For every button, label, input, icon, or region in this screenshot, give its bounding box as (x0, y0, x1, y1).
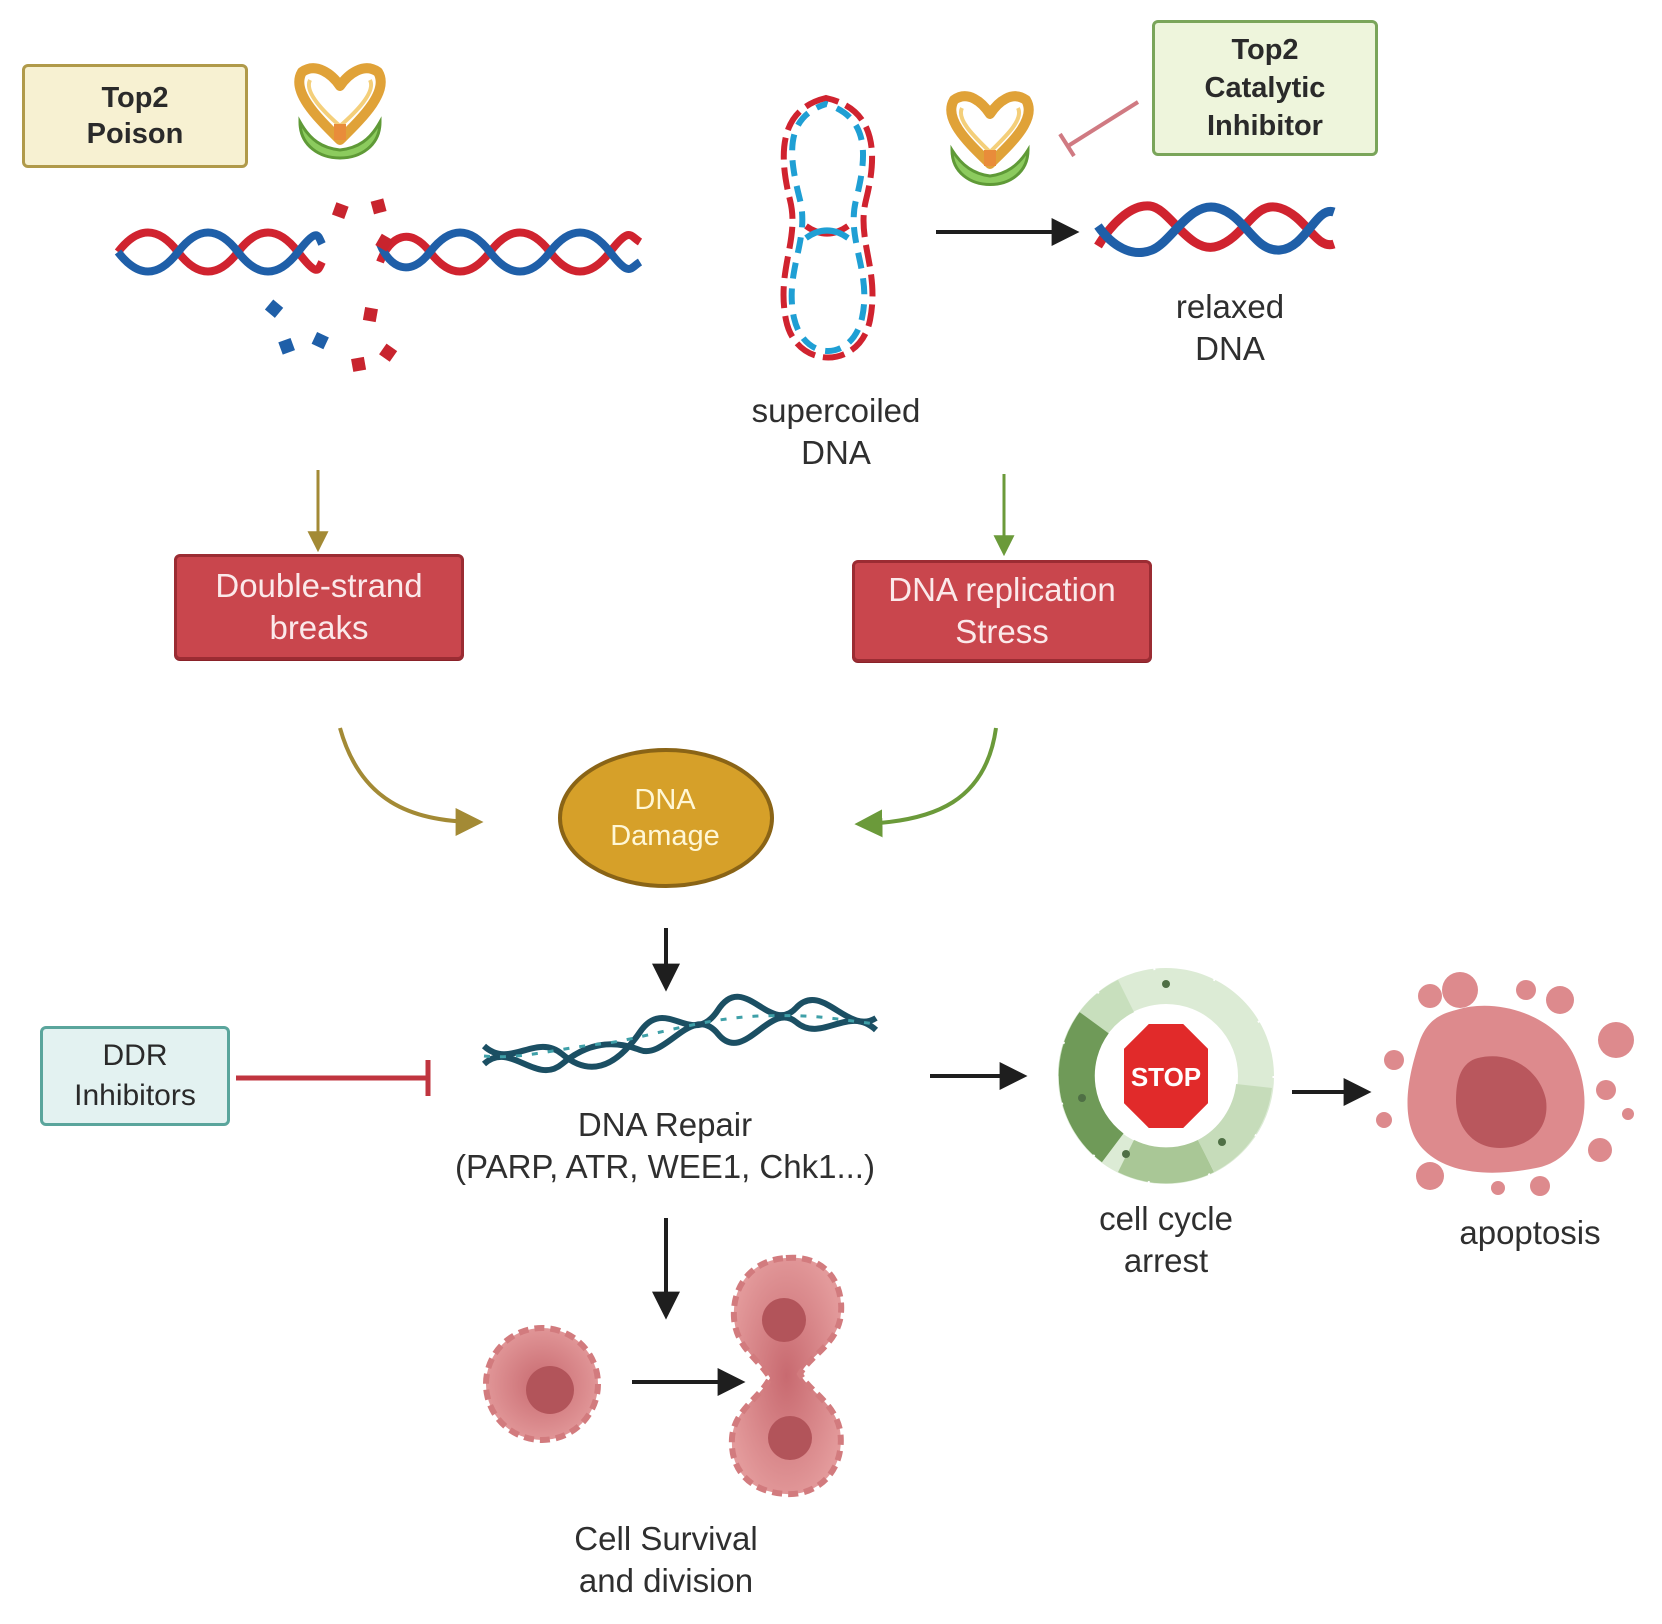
dna-helix-icon (481, 993, 879, 1073)
apoptotic-cell-icon (1376, 972, 1634, 1196)
arrest-line-2: arrest (1123, 1242, 1209, 1279)
top2-poison-box: Top2 Poison (22, 64, 248, 168)
stop-sign-label: STOP (1131, 1062, 1201, 1092)
arrest-line-1: cell cycle (1099, 1200, 1233, 1237)
topoisomerase-ii-enzyme-icon (946, 91, 1034, 186)
ddr-inhibitors-box: DDR Inhibitors (40, 1026, 230, 1126)
survival-line-1: Cell Survival (574, 1520, 758, 1557)
survival-line-2: and division (578, 1562, 754, 1599)
cell-survival-label: Cell Survival and division (546, 1518, 786, 1602)
dna-damage-label: DNA Damage (558, 782, 772, 854)
apoptosis-text: apoptosis (1459, 1214, 1601, 1251)
inhibition-arrow (1058, 100, 1140, 158)
top2-poison-line-1: Top2 (101, 82, 169, 114)
double-strand-breaks-box: Double-strand breaks (174, 554, 464, 660)
damage-line-2: Damage (610, 820, 720, 852)
arrow-stress-to-damage (854, 727, 998, 838)
dsb-line-1: Double-strand (215, 567, 423, 604)
dna-repair-label: DNA Repair (PARP, ATR, WEE1, Chk1...) (440, 1104, 890, 1188)
dividing-cell-icon (728, 1254, 845, 1498)
supercoiled-line-1: supercoiled (751, 392, 921, 429)
cell-cycle-wheel-icon (1056, 966, 1276, 1186)
topoisomerase-ii-enzyme-icon (294, 63, 386, 160)
relaxed-line-1: relaxed (1175, 288, 1285, 325)
catalytic-line-1: Top2 (1231, 34, 1299, 66)
apoptosis-label: apoptosis (1420, 1212, 1640, 1254)
dna-fragment-icon (264, 198, 398, 372)
top2-catalytic-inhibitor-box: Top2 Catalytic Inhibitor (1152, 20, 1378, 156)
drs-line-1: DNA replication (888, 571, 1116, 608)
ddr-inhibition-arrow (236, 1060, 431, 1096)
dna-helix-icon (114, 228, 643, 276)
drs-line-2: Stress (955, 613, 1049, 650)
repair-line-1: DNA Repair (577, 1106, 753, 1143)
arrow-breaks-to-damage (338, 727, 484, 836)
stop-sign-icon (1120, 1020, 1212, 1132)
catalytic-line-2: Catalytic (1204, 72, 1326, 104)
dna-damage-ellipse (558, 748, 774, 888)
relaxed-dna-label: relaxed DNA (1130, 286, 1330, 370)
relaxed-line-2: DNA (1195, 330, 1265, 367)
damage-line-1: DNA (634, 784, 696, 816)
ddr-line-2: Inhibitors (74, 1079, 196, 1112)
dsb-line-2: breaks (269, 609, 369, 646)
repair-line-2: (PARP, ATR, WEE1, Chk1...) (455, 1148, 875, 1185)
supercoiled-dna-icon (780, 94, 876, 361)
ddr-line-1: DDR (102, 1039, 168, 1072)
cell-cycle-arrest-label: cell cycle arrest (1066, 1198, 1266, 1282)
catalytic-line-3: Inhibitor (1207, 110, 1323, 142)
supercoiled-dna-label: supercoiled DNA (726, 390, 946, 474)
supercoiled-line-2: DNA (801, 434, 871, 471)
dna-replication-stress-box: DNA replication Stress (852, 560, 1152, 662)
top2-poison-line-2: Poison (86, 118, 184, 150)
dna-helix-icon (1094, 201, 1336, 257)
cancer-cell-icon (483, 1325, 601, 1443)
